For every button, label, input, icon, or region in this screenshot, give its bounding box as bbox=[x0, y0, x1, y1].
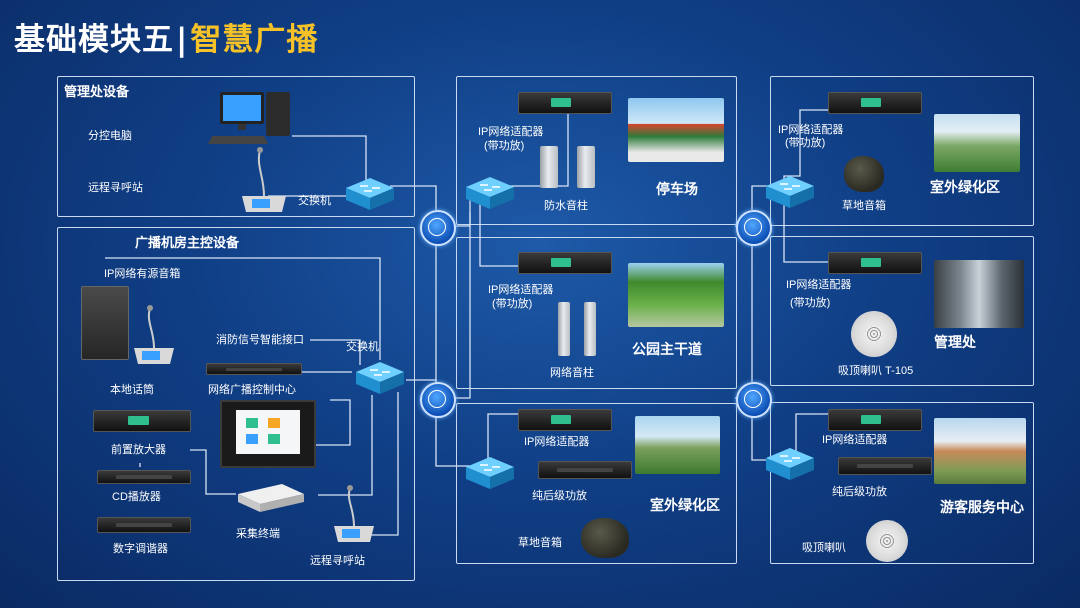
network-switch-icon bbox=[466, 177, 514, 209]
globe-network-icon bbox=[420, 210, 456, 246]
page-title: 基础模块五|智慧广播 bbox=[14, 14, 318, 59]
parking-adapter-label: IP网络适配器 bbox=[478, 126, 544, 138]
collector-terminal-icon bbox=[238, 484, 304, 512]
tuner-icon bbox=[97, 517, 191, 533]
panel-parking bbox=[456, 76, 737, 225]
tuner-label: 数字调谐器 bbox=[113, 543, 168, 555]
title-separator: | bbox=[176, 22, 189, 58]
office-photo bbox=[934, 260, 1024, 328]
mgmt-title: 管理处设备 bbox=[64, 84, 130, 99]
column-speaker-icon bbox=[558, 302, 570, 356]
mgmt-pc-label: 分控电脑 bbox=[88, 130, 132, 142]
main-title: 广播机房主控设备 bbox=[135, 235, 240, 250]
amplifier-icon bbox=[828, 92, 922, 114]
fire-interface-icon bbox=[206, 363, 302, 375]
active-speaker-icon bbox=[81, 286, 129, 360]
park-photo bbox=[628, 263, 724, 327]
park-speaker-label: 网络音柱 bbox=[550, 367, 594, 379]
panel-management bbox=[57, 76, 415, 217]
visitor-speaker-label: 吸顶喇叭 bbox=[802, 542, 846, 554]
ipspeaker-label: IP网络有源音箱 bbox=[104, 268, 181, 280]
globe-network-icon bbox=[736, 210, 772, 246]
panel-green-1 bbox=[456, 403, 737, 564]
title-main: 基础模块五 bbox=[14, 22, 174, 58]
green2-adapter-label: IP网络适配器 bbox=[778, 124, 844, 136]
parking-adapter-sub: (带功放) bbox=[484, 140, 525, 152]
computer-icon bbox=[208, 92, 290, 144]
globe-network-icon bbox=[420, 382, 456, 418]
lawn-speaker-icon bbox=[844, 156, 884, 192]
ceiling-speaker-icon bbox=[851, 311, 897, 357]
desk-microphone-icon bbox=[134, 305, 174, 364]
main-switch-label: 交换机 bbox=[346, 341, 379, 353]
visitor-amp-label: 纯后级功放 bbox=[832, 486, 887, 498]
office-adapter-label: IP网络适配器 bbox=[786, 279, 852, 291]
visitor-adapter-label: IP网络适配器 bbox=[822, 434, 888, 446]
green1-area-label: 室外绿化区 bbox=[650, 497, 720, 513]
amplifier-icon bbox=[828, 409, 922, 431]
parking-photo bbox=[628, 98, 724, 162]
lawn-speaker-icon bbox=[581, 518, 629, 558]
green1-adapter-label: IP网络适配器 bbox=[524, 436, 590, 448]
park-area-label: 公园主干道 bbox=[632, 341, 702, 357]
main-pager-label: 远程寻呼站 bbox=[310, 555, 365, 567]
ceiling-speaker-icon bbox=[866, 520, 908, 562]
amplifier-icon bbox=[518, 409, 612, 431]
office-adapter-sub: (带功放) bbox=[790, 297, 831, 309]
fire-interface-label: 消防信号智能接口 bbox=[216, 334, 304, 346]
column-speaker-icon bbox=[584, 302, 596, 356]
network-switch-icon bbox=[466, 457, 514, 489]
network-switch-icon bbox=[346, 178, 394, 210]
green1-amp-label: 纯后级功放 bbox=[532, 490, 587, 502]
local-mic-label: 本地话筒 bbox=[110, 384, 154, 396]
control-center-label: 网络广播控制中心 bbox=[208, 384, 296, 396]
panel-visitor bbox=[770, 402, 1034, 564]
network-switch-icon bbox=[356, 362, 404, 394]
green2-speaker-label: 草地音箱 bbox=[842, 200, 886, 212]
panel-green-2 bbox=[770, 76, 1034, 226]
parking-speaker-label: 防水音柱 bbox=[544, 200, 588, 212]
green2-photo bbox=[934, 114, 1020, 172]
globe-network-icon bbox=[736, 382, 772, 418]
parking-area-label: 停车场 bbox=[656, 181, 698, 197]
desk-microphone-icon bbox=[334, 485, 374, 542]
panel-park-road bbox=[456, 237, 737, 389]
collector-label: 采集终端 bbox=[236, 528, 280, 540]
office-area-label: 管理处 bbox=[934, 334, 976, 350]
amplifier-icon bbox=[518, 252, 612, 274]
cd-player-icon bbox=[97, 470, 191, 484]
network-switch-icon bbox=[766, 448, 814, 480]
green1-photo bbox=[635, 416, 720, 474]
park-adapter-label: IP网络适配器 bbox=[488, 284, 554, 296]
amplifier-icon bbox=[838, 457, 932, 475]
green2-adapter-sub: (带功放) bbox=[785, 137, 826, 149]
amplifier-icon bbox=[538, 461, 632, 479]
visitor-area-label: 游客服务中心 bbox=[940, 499, 1024, 515]
office-speaker-label: 吸顶喇叭 T-105 bbox=[838, 365, 914, 377]
column-speaker-icon bbox=[540, 146, 558, 188]
title-highlight: 智慧广播 bbox=[190, 22, 319, 58]
panel-main-control bbox=[57, 227, 415, 581]
mgmt-switch-label: 交换机 bbox=[298, 195, 331, 207]
preamp-label: 前置放大器 bbox=[111, 444, 166, 456]
panel-office bbox=[770, 236, 1034, 386]
amplifier-icon bbox=[518, 92, 612, 114]
mgmt-pager-label: 远程寻呼站 bbox=[88, 182, 143, 194]
network-switch-icon bbox=[766, 176, 814, 208]
green1-speaker-label: 草地音箱 bbox=[518, 537, 562, 549]
cd-player-label: CD播放器 bbox=[112, 491, 161, 503]
amplifier-icon bbox=[828, 252, 922, 274]
column-speaker-icon bbox=[577, 146, 595, 188]
desk-microphone-icon bbox=[242, 147, 286, 212]
visitor-photo bbox=[934, 418, 1026, 484]
control-center-icon bbox=[220, 400, 316, 468]
park-adapter-sub: (带功放) bbox=[492, 298, 533, 310]
preamp-icon bbox=[93, 410, 191, 432]
green2-area-label: 室外绿化区 bbox=[930, 179, 1000, 195]
